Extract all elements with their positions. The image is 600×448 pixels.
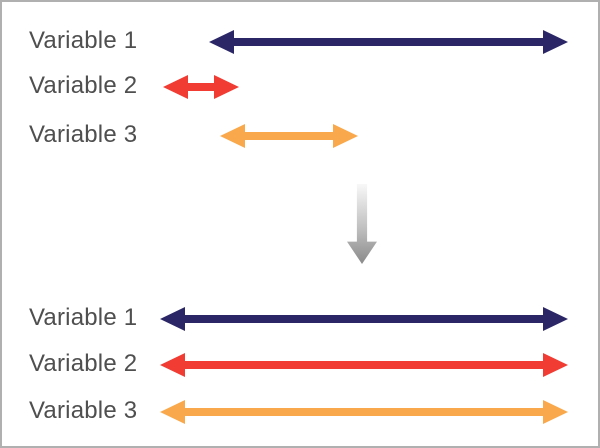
arrow-shaft	[230, 38, 547, 46]
arrow-left-head-icon	[160, 307, 185, 331]
arrow-shaft	[181, 315, 547, 323]
variable-label: Variable 2	[29, 349, 138, 377]
arrow-right-head-icon	[214, 75, 239, 99]
arrow-left-head-icon	[160, 353, 185, 377]
arrow-left-head-icon	[163, 75, 188, 99]
variable-label: Variable 3	[29, 396, 138, 424]
arrow-right-head-icon	[543, 30, 568, 54]
arrow-shaft	[241, 132, 337, 140]
arrow-right-head-icon	[333, 124, 358, 148]
down-arrow-icon	[347, 184, 377, 264]
arrow-shaft	[181, 408, 547, 416]
variable-label: Variable 3	[29, 120, 138, 148]
arrow-shaft	[184, 83, 218, 91]
variable-label: Variable 1	[29, 303, 138, 331]
arrow-left-head-icon	[160, 400, 185, 424]
variable-label: Variable 1	[29, 26, 138, 54]
arrow-right-head-icon	[543, 400, 568, 424]
variable-label: Variable 2	[29, 71, 138, 99]
arrow-right-head-icon	[543, 353, 568, 377]
arrow-right-head-icon	[543, 307, 568, 331]
arrow-shaft	[181, 361, 547, 369]
arrow-left-head-icon	[220, 124, 245, 148]
arrow-left-head-icon	[209, 30, 234, 54]
